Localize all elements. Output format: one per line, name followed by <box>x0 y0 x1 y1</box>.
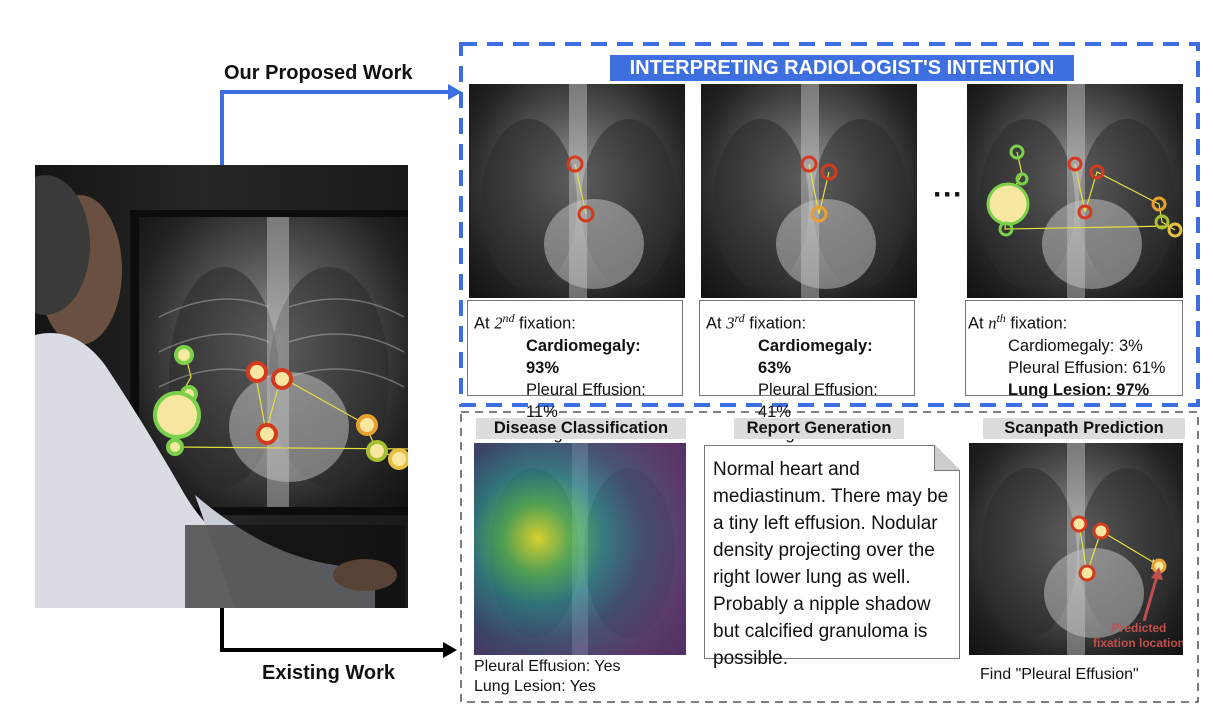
top-title: INTERPRETING RADIOLOGIST'S INTENTION <box>610 55 1074 81</box>
caption-fixation-2: At 2nd fixation: Cardiomegaly: 93% Pleur… <box>467 300 683 443</box>
existing-frame <box>460 411 1199 703</box>
probability-line: Lung Lesion: 97% <box>1008 380 1150 399</box>
report-document: Normal heart and mediastinum. There may … <box>704 445 960 669</box>
scanpath-query: Find "Pleural Effusion" <box>980 666 1139 683</box>
scanpath-title: Scanpath Prediction <box>983 418 1185 439</box>
heatmap-xray <box>474 443 686 655</box>
attention-heatmap <box>474 443 686 655</box>
proposed-frame <box>459 42 1200 407</box>
radiologist-photo <box>35 165 408 608</box>
xray-fixation-n <box>967 84 1183 298</box>
radiologist-silhouette <box>35 175 405 608</box>
existing-arrowhead <box>443 642 457 658</box>
probability-line: Cardiomegaly: 93% <box>526 336 641 377</box>
page-fold-icon <box>934 445 960 471</box>
probability-line: Pleural Effusion: 61% <box>1008 358 1166 377</box>
existing-arrow <box>220 608 445 652</box>
report-text: Normal heart and mediastinum. There may … <box>713 459 949 669</box>
xray-fixation-2 <box>469 84 685 298</box>
report-title: Report Generation <box>734 418 904 439</box>
proposed-arrow <box>220 90 448 165</box>
fixation-heading: At 3rd fixation: <box>706 311 807 333</box>
classification-result: Pleural Effusion: Yes <box>474 658 621 675</box>
xray-fixation-3 <box>701 84 917 298</box>
probability-line: Pleural Effusion: 41% <box>758 380 878 421</box>
predicted-fixation-label: Predicted fixation location <box>1092 621 1183 650</box>
ellipsis: ··· <box>933 178 963 211</box>
classification-result: Lung Lesion: Yes <box>474 678 596 695</box>
caption-fixation-3: At 3rd fixation: Cardiomegaly: 63% Pleur… <box>699 300 915 443</box>
monitor-xray <box>139 217 408 507</box>
proposed-arrowhead <box>448 84 462 100</box>
caption-fixation-n: At nth fixation: Cardiomegaly: 3% Pleura… <box>965 300 1183 399</box>
probability-line: Pleural Effusion: 11% <box>526 380 646 421</box>
scanpath-xray: Predicted fixation location <box>969 443 1183 655</box>
fixation-heading: At 2nd fixation: <box>474 311 576 333</box>
probability-line: Cardiomegaly: 63% <box>758 336 873 377</box>
proposed-label: Our Proposed Work <box>224 62 413 84</box>
probability-line: Cardiomegaly: 3% <box>1008 336 1143 355</box>
fixation-heading: At nth fixation: <box>968 311 1068 333</box>
classification-title: Disease Classification <box>476 418 686 439</box>
existing-label: Existing Work <box>262 662 395 684</box>
